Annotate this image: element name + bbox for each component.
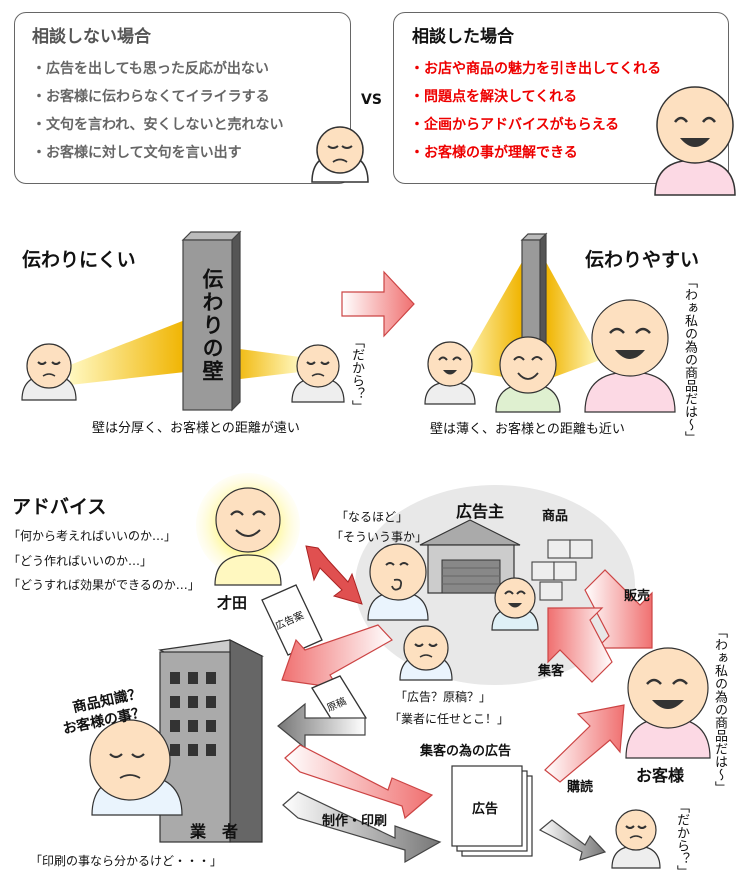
happy-face-icon <box>654 86 736 196</box>
shukyaku-label: 集客 <box>538 664 565 679</box>
sad-face-icon <box>291 344 345 403</box>
ask-quote: 「業者に任せとこ！」 <box>389 712 510 726</box>
happy-face-icon <box>424 341 476 405</box>
advertiser-label: 広告主 <box>456 502 505 521</box>
advice-title: アドバイス <box>12 496 107 518</box>
dakara-quote-2: 「だから？」 <box>674 800 689 878</box>
arrow-icon <box>538 819 607 861</box>
advertiser-face-icon <box>367 543 429 621</box>
advice-quote: 「何から考えればいいのか…」 <box>8 529 177 543</box>
hard-title: 伝わりにくい <box>22 249 136 271</box>
dakara-quote: 「だから？」 <box>349 335 364 413</box>
arrow-icon <box>277 702 366 750</box>
beam-shape <box>232 348 300 380</box>
sad-face-icon <box>311 126 369 183</box>
advice-quote: 「どうすれば効果ができるのか…」 <box>8 578 200 592</box>
ad-label: 広告 <box>472 802 499 817</box>
customer-quote: 「わぁ私の為の商品だは〜」 <box>712 625 727 794</box>
happy-face-icon <box>584 299 676 413</box>
product-label: 商品 <box>542 509 569 524</box>
arrow-icon <box>282 791 442 864</box>
saita-label: 才田 <box>217 594 248 612</box>
gyousha-label: 業 者 <box>190 822 239 841</box>
hard-caption: 壁は分厚く、お客様との距離が遠い <box>92 421 300 436</box>
ad-title: 集客の為の広告 <box>420 744 512 759</box>
ad-paper-stack-icon <box>451 765 533 857</box>
no-consult-box <box>14 12 351 184</box>
product-boxes-icon <box>531 539 593 601</box>
no-consult-list: ・広告を出しても思った反応が出ない ・お客様に伝わらなくてイライラする ・文句を… <box>32 55 283 167</box>
list-item: ・広告を出しても思った反応が出ない <box>32 61 269 77</box>
office-building-icon <box>158 639 264 843</box>
arrow-icon <box>284 744 434 820</box>
wall-label: 伝わりの壁 <box>200 268 224 383</box>
seisaku-label: 制作・印刷 <box>322 814 388 829</box>
vs-label: VS <box>361 92 382 108</box>
shop-building-icon <box>419 519 521 594</box>
consult-title: 相談した場合 <box>412 27 514 47</box>
no-consult-title: 相談しない場合 <box>32 27 151 47</box>
advice-quote: 「どう作ればいいのか…」 <box>8 554 153 568</box>
wall-shape <box>182 239 233 411</box>
easy-caption: 壁は薄く、お客様との距離も近い <box>430 422 625 437</box>
arrow-right-icon <box>341 270 415 338</box>
beam-shape <box>70 320 185 385</box>
arrow-icon <box>584 569 653 649</box>
document-icon <box>311 675 367 731</box>
souiu-quote: 「そういう事か」 <box>331 530 428 544</box>
sad-face-icon <box>611 809 661 869</box>
sales-label: 販売 <box>624 589 651 604</box>
list-item: ・お客様に対して文句を言い出す <box>32 145 242 161</box>
list-item: ・お客様の事が理解できる <box>410 145 578 161</box>
double-arrow-icon <box>305 545 363 605</box>
happy-face-icon <box>495 336 561 413</box>
list-item: ・問題点を解決してくれる <box>410 89 578 105</box>
consult-list: ・お店や商品の魅力を引き出してくれる ・問題点を解決してくれる ・企画からアドバ… <box>410 55 661 167</box>
list-item: ・文句を言われ、安くしないと売れない <box>32 117 284 133</box>
happy-face-icon <box>491 577 539 631</box>
naruhodo-quote: 「なるほど」 <box>336 510 409 524</box>
customer-label: お客様 <box>636 766 685 785</box>
arrow-icon <box>281 624 393 689</box>
happy-face-icon <box>214 487 282 586</box>
koudoku-label: 購読 <box>567 780 594 795</box>
arrow-icon <box>544 704 625 783</box>
gyousha-quote: 「印刷の事なら分かるけど・・・」 <box>30 854 223 868</box>
list-item: ・企画からアドバイスがもらえる <box>410 117 620 133</box>
sad-face-icon <box>21 343 77 401</box>
list-item: ・お店や商品の魅力を引き出してくれる <box>410 61 662 77</box>
arrow-icon <box>547 607 613 683</box>
easy-quote: 「わぁ私の為の商品だは〜」 <box>682 275 697 444</box>
easy-title: 伝わりやすい <box>585 249 700 271</box>
sad-face-icon <box>89 719 183 816</box>
happy-face-icon <box>625 647 711 759</box>
document-icon <box>261 584 323 656</box>
sad-face-icon <box>399 625 453 681</box>
list-item: ・お客様に伝わらなくてイライラする <box>32 89 270 105</box>
ask-quote: 「広告？原稿？」 <box>395 690 492 704</box>
